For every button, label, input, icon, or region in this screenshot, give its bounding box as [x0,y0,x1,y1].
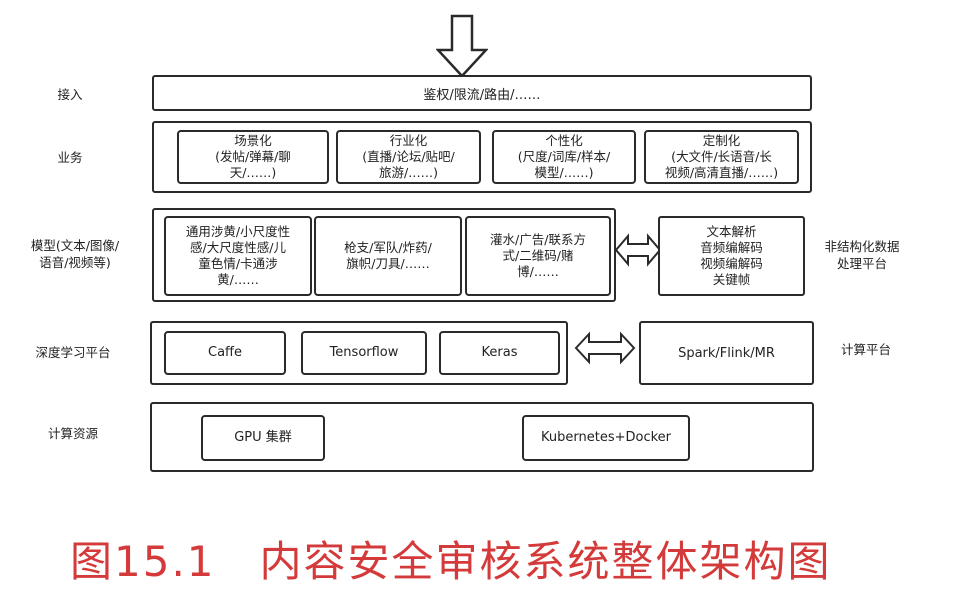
dl-row-label: 深度学习平台 [35,345,111,360]
model-terror: 枪支/军队/炸药/ 旗帜/刀具/…… [314,216,462,296]
access-layer-text: 鉴权/限流/路由/…… [423,87,541,103]
unstructured-platform-box: 文本解析 音频编解码 视频编解码 关键帧 [658,216,805,296]
business-customized: 定制化 (大文件/长语音/长 视频/高清直播/……) [644,130,799,184]
business-personalized: 个性化 (尺度/词库/样本/ 模型/……) [492,130,636,184]
resources-kubernetes-docker: Kubernetes+Docker [522,415,690,461]
business-row-label: 业务 [57,150,83,165]
resources-row-label: 计算资源 [47,426,98,441]
dl-caffe: Caffe [164,331,286,375]
figure-caption: 图15.1 内容安全审核系统整体架构图 [70,537,832,586]
model-porn: 通用涉黄/小尺度性 感/大尺度性感/儿 童色情/卡通涉 黄/…… [164,216,312,296]
business-scenario: 场景化 (发帖/弹幕/聊 天/……) [177,130,329,184]
dl-keras: Keras [439,331,560,375]
model-row-label: 模型(文本/图像/ 语音/视频等) [30,238,120,270]
dl-compute-double-arrow [574,331,636,365]
input-down-arrow [436,14,488,78]
model-spam: 灌水/广告/联系方 式/二维码/赌 博/…… [465,216,611,296]
model-unstructured-double-arrow [614,233,662,267]
unstructured-platform-text: 文本解析 音频编解码 视频编解码 关键帧 [700,224,763,287]
compute-platform-box: Spark/Flink/MR [639,321,814,385]
unstructured-platform-label: 非结构化数据 处理平台 [824,239,900,271]
compute-platform-text: Spark/Flink/MR [678,345,775,361]
access-layer-box: 鉴权/限流/路由/…… [152,75,812,111]
resources-gpu-cluster: GPU 集群 [201,415,325,461]
access-row-label: 接入 [57,87,83,102]
compute-platform-label: 计算平台 [840,342,891,357]
business-industry: 行业化 (直播/论坛/贴吧/ 旅游/……) [336,130,481,184]
dl-tensorflow: Tensorflow [301,331,427,375]
